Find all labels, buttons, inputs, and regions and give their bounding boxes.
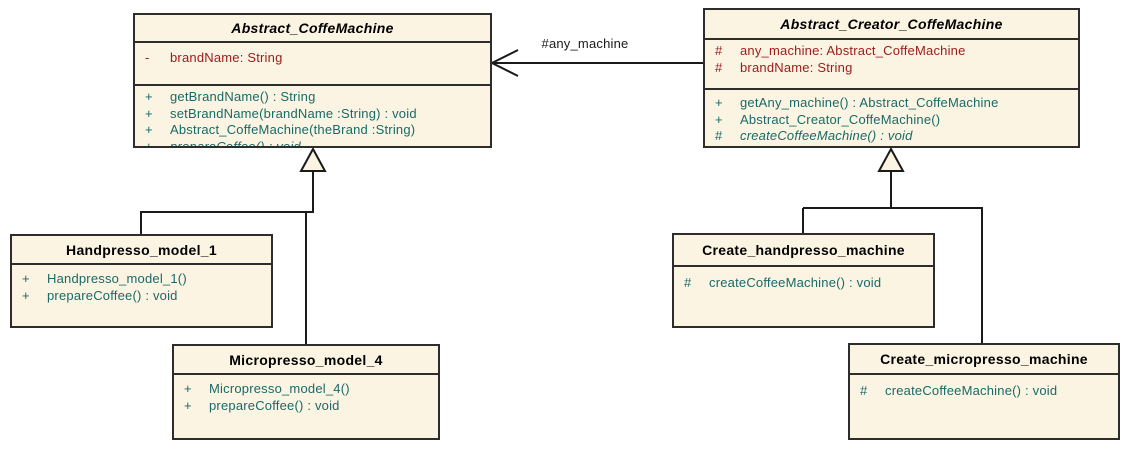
attributes-compartment: - brandName: String	[135, 43, 490, 86]
association-label: #any_machine	[541, 36, 629, 51]
method-row: + getAny_machine() : Abstract_CoffeMachi…	[705, 95, 1078, 112]
method-row: # createCoffeeMachine() : void	[674, 275, 933, 292]
visibility-marker: +	[145, 105, 153, 121]
method-row: + Abstract_Creator_CoffeMachine()	[705, 112, 1078, 129]
class-title: Micropresso_model_4	[174, 346, 438, 375]
visibility-marker: -	[145, 50, 150, 65]
abstract-method-text: prepareCoffee() : void	[170, 138, 301, 148]
abstract-method-text: createCoffeeMachine() : void	[740, 128, 913, 143]
visibility-marker: +	[184, 381, 192, 396]
association-open-arrowhead-icon	[489, 49, 519, 77]
methods-compartment: + Handpresso_model_1() + prepareCoffee()…	[12, 265, 271, 304]
method-text: Abstract_Creator_CoffeMachine()	[740, 111, 941, 127]
method-row: # createCoffeeMachine() : void	[850, 383, 1118, 400]
method-row: # createCoffeeMachine() : void	[705, 128, 1078, 145]
method-row: + getBrandName() : String	[135, 89, 490, 106]
visibility-marker: #	[684, 275, 692, 290]
class-handpresso-model-1: Handpresso_model_1 + Handpresso_model_1(…	[10, 234, 273, 328]
attribute-text: brandName: String	[170, 50, 283, 65]
visibility-marker: #	[715, 128, 723, 143]
generalization-triangle-right-icon	[877, 146, 905, 172]
method-row: + prepareCoffee() : void	[135, 138, 490, 148]
generalization-triangle-left-icon	[299, 146, 327, 172]
attribute-row: # brandName: String	[705, 60, 1078, 77]
visibility-marker: +	[715, 95, 723, 110]
class-title: Create_micropresso_machine	[850, 345, 1118, 375]
method-text: setBrandName(brandName :String) : void	[170, 105, 417, 121]
method-text: Handpresso_model_1()	[47, 271, 187, 286]
methods-compartment: # createCoffeeMachine() : void	[850, 375, 1118, 400]
class-title: Abstract_CoffeMachine	[135, 15, 490, 43]
method-text: Micropresso_model_4()	[209, 381, 350, 396]
class-title: Handpresso_model_1	[12, 236, 271, 265]
class-micropresso-model-4: Micropresso_model_4 + Micropresso_model_…	[172, 344, 440, 440]
class-title: Create_handpresso_machine	[674, 235, 933, 267]
method-text: createCoffeeMachine() : void	[885, 383, 1058, 398]
class-abstract-coffemachine: Abstract_CoffeMachine - brandName: Strin…	[133, 13, 492, 148]
method-row: + Abstract_CoffeMachine(theBrand :String…	[135, 122, 490, 139]
methods-compartment: + getBrandName() : String + setBrandName…	[135, 86, 490, 148]
methods-compartment: + Micropresso_model_4() + prepareCoffee(…	[174, 375, 438, 414]
visibility-marker: #	[715, 59, 723, 75]
visibility-marker: #	[715, 43, 723, 58]
method-row: + prepareCoffee() : void	[174, 398, 438, 415]
method-text: prepareCoffee() : void	[209, 397, 340, 413]
visibility-marker: +	[22, 271, 30, 286]
method-row: + Handpresso_model_1()	[12, 271, 271, 288]
attribute-row: - brandName: String	[135, 50, 490, 67]
visibility-marker: +	[22, 287, 30, 303]
visibility-marker: +	[145, 138, 153, 148]
visibility-marker: +	[184, 397, 192, 413]
visibility-marker: +	[145, 89, 153, 104]
method-row: + prepareCoffee() : void	[12, 288, 271, 305]
methods-compartment: + getAny_machine() : Abstract_CoffeMachi…	[705, 90, 1078, 145]
attribute-row: # any_machine: Abstract_CoffeMachine	[705, 43, 1078, 60]
attribute-text: any_machine: Abstract_CoffeMachine	[740, 43, 966, 58]
class-title: Abstract_Creator_CoffeMachine	[705, 10, 1078, 40]
method-text: prepareCoffee() : void	[47, 287, 178, 303]
method-text: getAny_machine() : Abstract_CoffeMachine	[740, 95, 999, 110]
method-text: createCoffeeMachine() : void	[709, 275, 882, 290]
class-abstract-creator-coffemachine: Abstract_Creator_CoffeMachine # any_mach…	[703, 8, 1080, 148]
attribute-text: brandName: String	[740, 59, 853, 75]
method-text: Abstract_CoffeMachine(theBrand :String)	[170, 122, 416, 137]
method-text: getBrandName() : String	[170, 89, 316, 104]
method-row: + setBrandName(brandName :String) : void	[135, 106, 490, 123]
method-row: + Micropresso_model_4()	[174, 381, 438, 398]
class-create-handpresso-machine: Create_handpresso_machine # createCoffee…	[672, 233, 935, 328]
visibility-marker: +	[145, 122, 153, 137]
visibility-marker: #	[860, 383, 868, 398]
visibility-marker: +	[715, 111, 723, 127]
class-create-micropresso-machine: Create_micropresso_machine # createCoffe…	[848, 343, 1120, 440]
methods-compartment: # createCoffeeMachine() : void	[674, 267, 933, 292]
attributes-compartment: # any_machine: Abstract_CoffeMachine # b…	[705, 40, 1078, 90]
